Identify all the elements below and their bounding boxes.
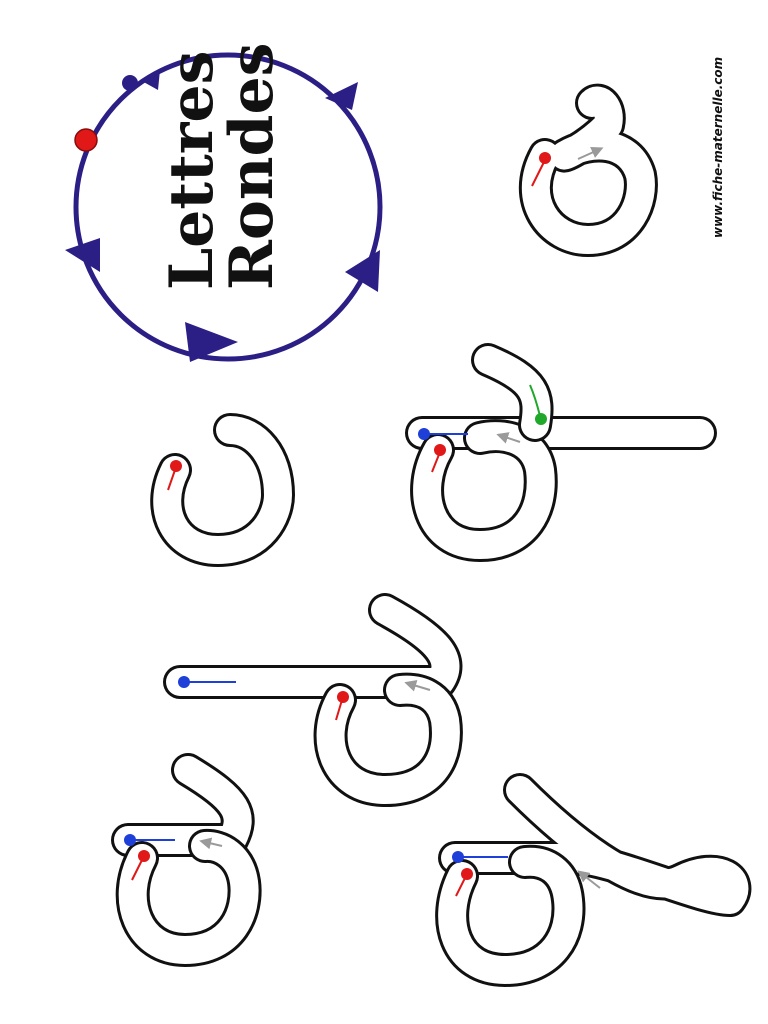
grey-direction-arrow-icon (577, 146, 604, 160)
letter-o-trace (518, 83, 658, 257)
red-start-line (335, 699, 343, 721)
red-start-line (531, 159, 546, 187)
green-guide-line (529, 384, 541, 417)
blue-start-dot (178, 676, 190, 688)
red-start-dot (539, 152, 551, 164)
red-start-line (167, 469, 176, 491)
direction-arrow-icon (325, 82, 358, 110)
title-line-2: Rondes (217, 43, 287, 290)
letter-q-trace (435, 773, 752, 987)
blue-start-dot (452, 851, 464, 863)
red-start-dot (337, 691, 349, 703)
letter-g-trace (111, 753, 262, 967)
red-start-dot (434, 444, 446, 456)
letter-d-trace (163, 593, 463, 807)
letter-c-trace (150, 413, 295, 567)
direction-arrow-icon (65, 238, 100, 272)
grey-direction-arrow-icon (199, 837, 223, 850)
red-start-dot (170, 460, 182, 472)
red-start-dot (461, 868, 473, 880)
direction-arrow-icon (140, 70, 160, 90)
direction-arrow-icon (345, 250, 380, 292)
title-line-1: Lettres (157, 51, 227, 290)
blue-start-dot (124, 834, 136, 846)
green-start-dot (535, 413, 547, 425)
title-circle-diagram: Lettres Rondes (65, 43, 383, 362)
letter-a-trace (405, 343, 717, 562)
direction-arrow-icon (185, 322, 238, 362)
grey-direction-arrow-icon (496, 432, 521, 444)
grey-direction-arrow-icon (404, 679, 431, 692)
red-start-dot (138, 850, 150, 862)
red-start-line (131, 857, 144, 881)
blue-start-dot (418, 428, 430, 440)
grey-direction-arrow-icon (577, 870, 601, 889)
end-point-dot (122, 75, 138, 91)
direction-circle (73, 52, 383, 362)
website-credit: www.fiche-maternelle.com (711, 57, 725, 238)
start-point-dot (74, 128, 98, 152)
